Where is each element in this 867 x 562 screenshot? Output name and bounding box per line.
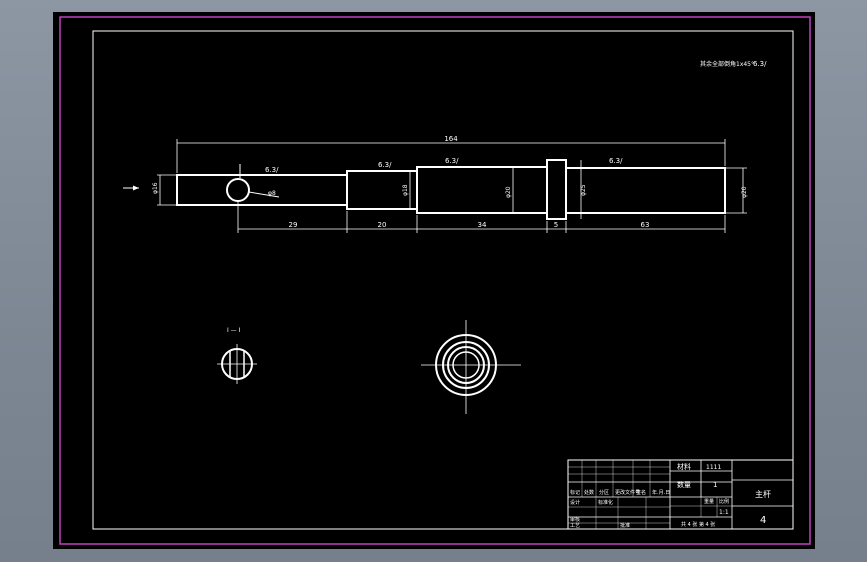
roughness-1: 6.3/ [265, 166, 279, 174]
dim-seg2: 20 [378, 221, 387, 229]
segment-dimensions: 29 20 34 5 63 [237, 202, 726, 233]
tb-design: 设计 [570, 499, 580, 506]
tb-review: 审核 [570, 516, 580, 523]
dim-overall: 164 [444, 135, 458, 143]
roughness-3: 6.3/ [445, 157, 459, 165]
hole-leader [248, 191, 280, 198]
dim-seg1: 29 [289, 221, 298, 229]
tb-zone: 分区 [599, 489, 609, 496]
tb-part-name: 主杆 [755, 489, 771, 499]
dim-seg4: 5 [554, 221, 558, 229]
cross-hole [226, 178, 250, 202]
shaft-drawing: 其余全部倒角1x45° 6.3/ 164 29 20 34 5 63 [59, 16, 811, 545]
section-view: I — I [217, 327, 257, 384]
title-block: 标记 处数 分区 更改文件号 签名 年.月.日 设计 标准化 审核 工艺 批准 … [567, 459, 794, 530]
shaft-collar [546, 159, 567, 220]
roughness-4: 6.3/ [609, 157, 623, 165]
section-label: I — I [227, 327, 241, 334]
dim-left-dia: φ16 [152, 182, 159, 194]
overall-dimension: 164 [176, 135, 726, 173]
shaft-main-view [123, 159, 726, 220]
leader-arrowhead [133, 185, 139, 191]
tb-sign: 签名 [636, 489, 646, 496]
shaft-segment-1 [176, 174, 348, 206]
inner-frame [92, 30, 794, 530]
drawing-sheet: 其余全部倒角1x45° 6.3/ 164 29 20 34 5 63 [53, 12, 815, 549]
tb-drawing-no: 4 [760, 515, 766, 526]
dim-seg3: 34 [478, 221, 487, 229]
tb-scale-value: 1:1 [719, 509, 729, 516]
dim-right-dia: φ20 [741, 186, 748, 198]
dim-seg5: 63 [641, 221, 650, 229]
tb-qty-label: 数量 [677, 480, 691, 489]
outer-border [59, 16, 811, 545]
tb-standard: 标准化 [598, 499, 613, 506]
dim-seg2-dia: φ18 [402, 184, 409, 196]
tb-count: 处数 [584, 489, 594, 496]
dim-seg3-dia: φ20 [505, 186, 512, 198]
tb-scale-label: 比例 [719, 498, 729, 505]
dim-collar-dia: φ25 [580, 184, 587, 196]
tb-process: 工艺 [570, 523, 580, 529]
top-roughness-symbol: 6.3/ [753, 60, 767, 68]
tech-note: 其余全部倒角1x45° [700, 60, 754, 68]
roughness-2: 6.3/ [378, 161, 392, 169]
dim-hole-dia: φ8 [268, 190, 276, 197]
tb-mark: 标记 [570, 489, 580, 496]
end-view [421, 320, 521, 414]
tb-approve: 批准 [620, 522, 630, 529]
shaft-segment-3 [416, 166, 548, 214]
tb-date: 年.月.日 [652, 489, 670, 496]
tb-sheet-info: 共 4 张 第 4 张 [681, 521, 715, 528]
tb-qty-value: 1 [713, 481, 717, 489]
tb-material-label: 材料 [677, 462, 691, 471]
diameter-dimensions: φ16 φ8 φ18 φ20 φ25 φ20 [152, 160, 748, 219]
shaft-segment-5 [565, 167, 726, 214]
tb-change-doc: 更改文件号 [615, 489, 640, 496]
tb-weight-label: 重量 [704, 498, 714, 505]
tb-material-value: 1111 [706, 464, 721, 471]
